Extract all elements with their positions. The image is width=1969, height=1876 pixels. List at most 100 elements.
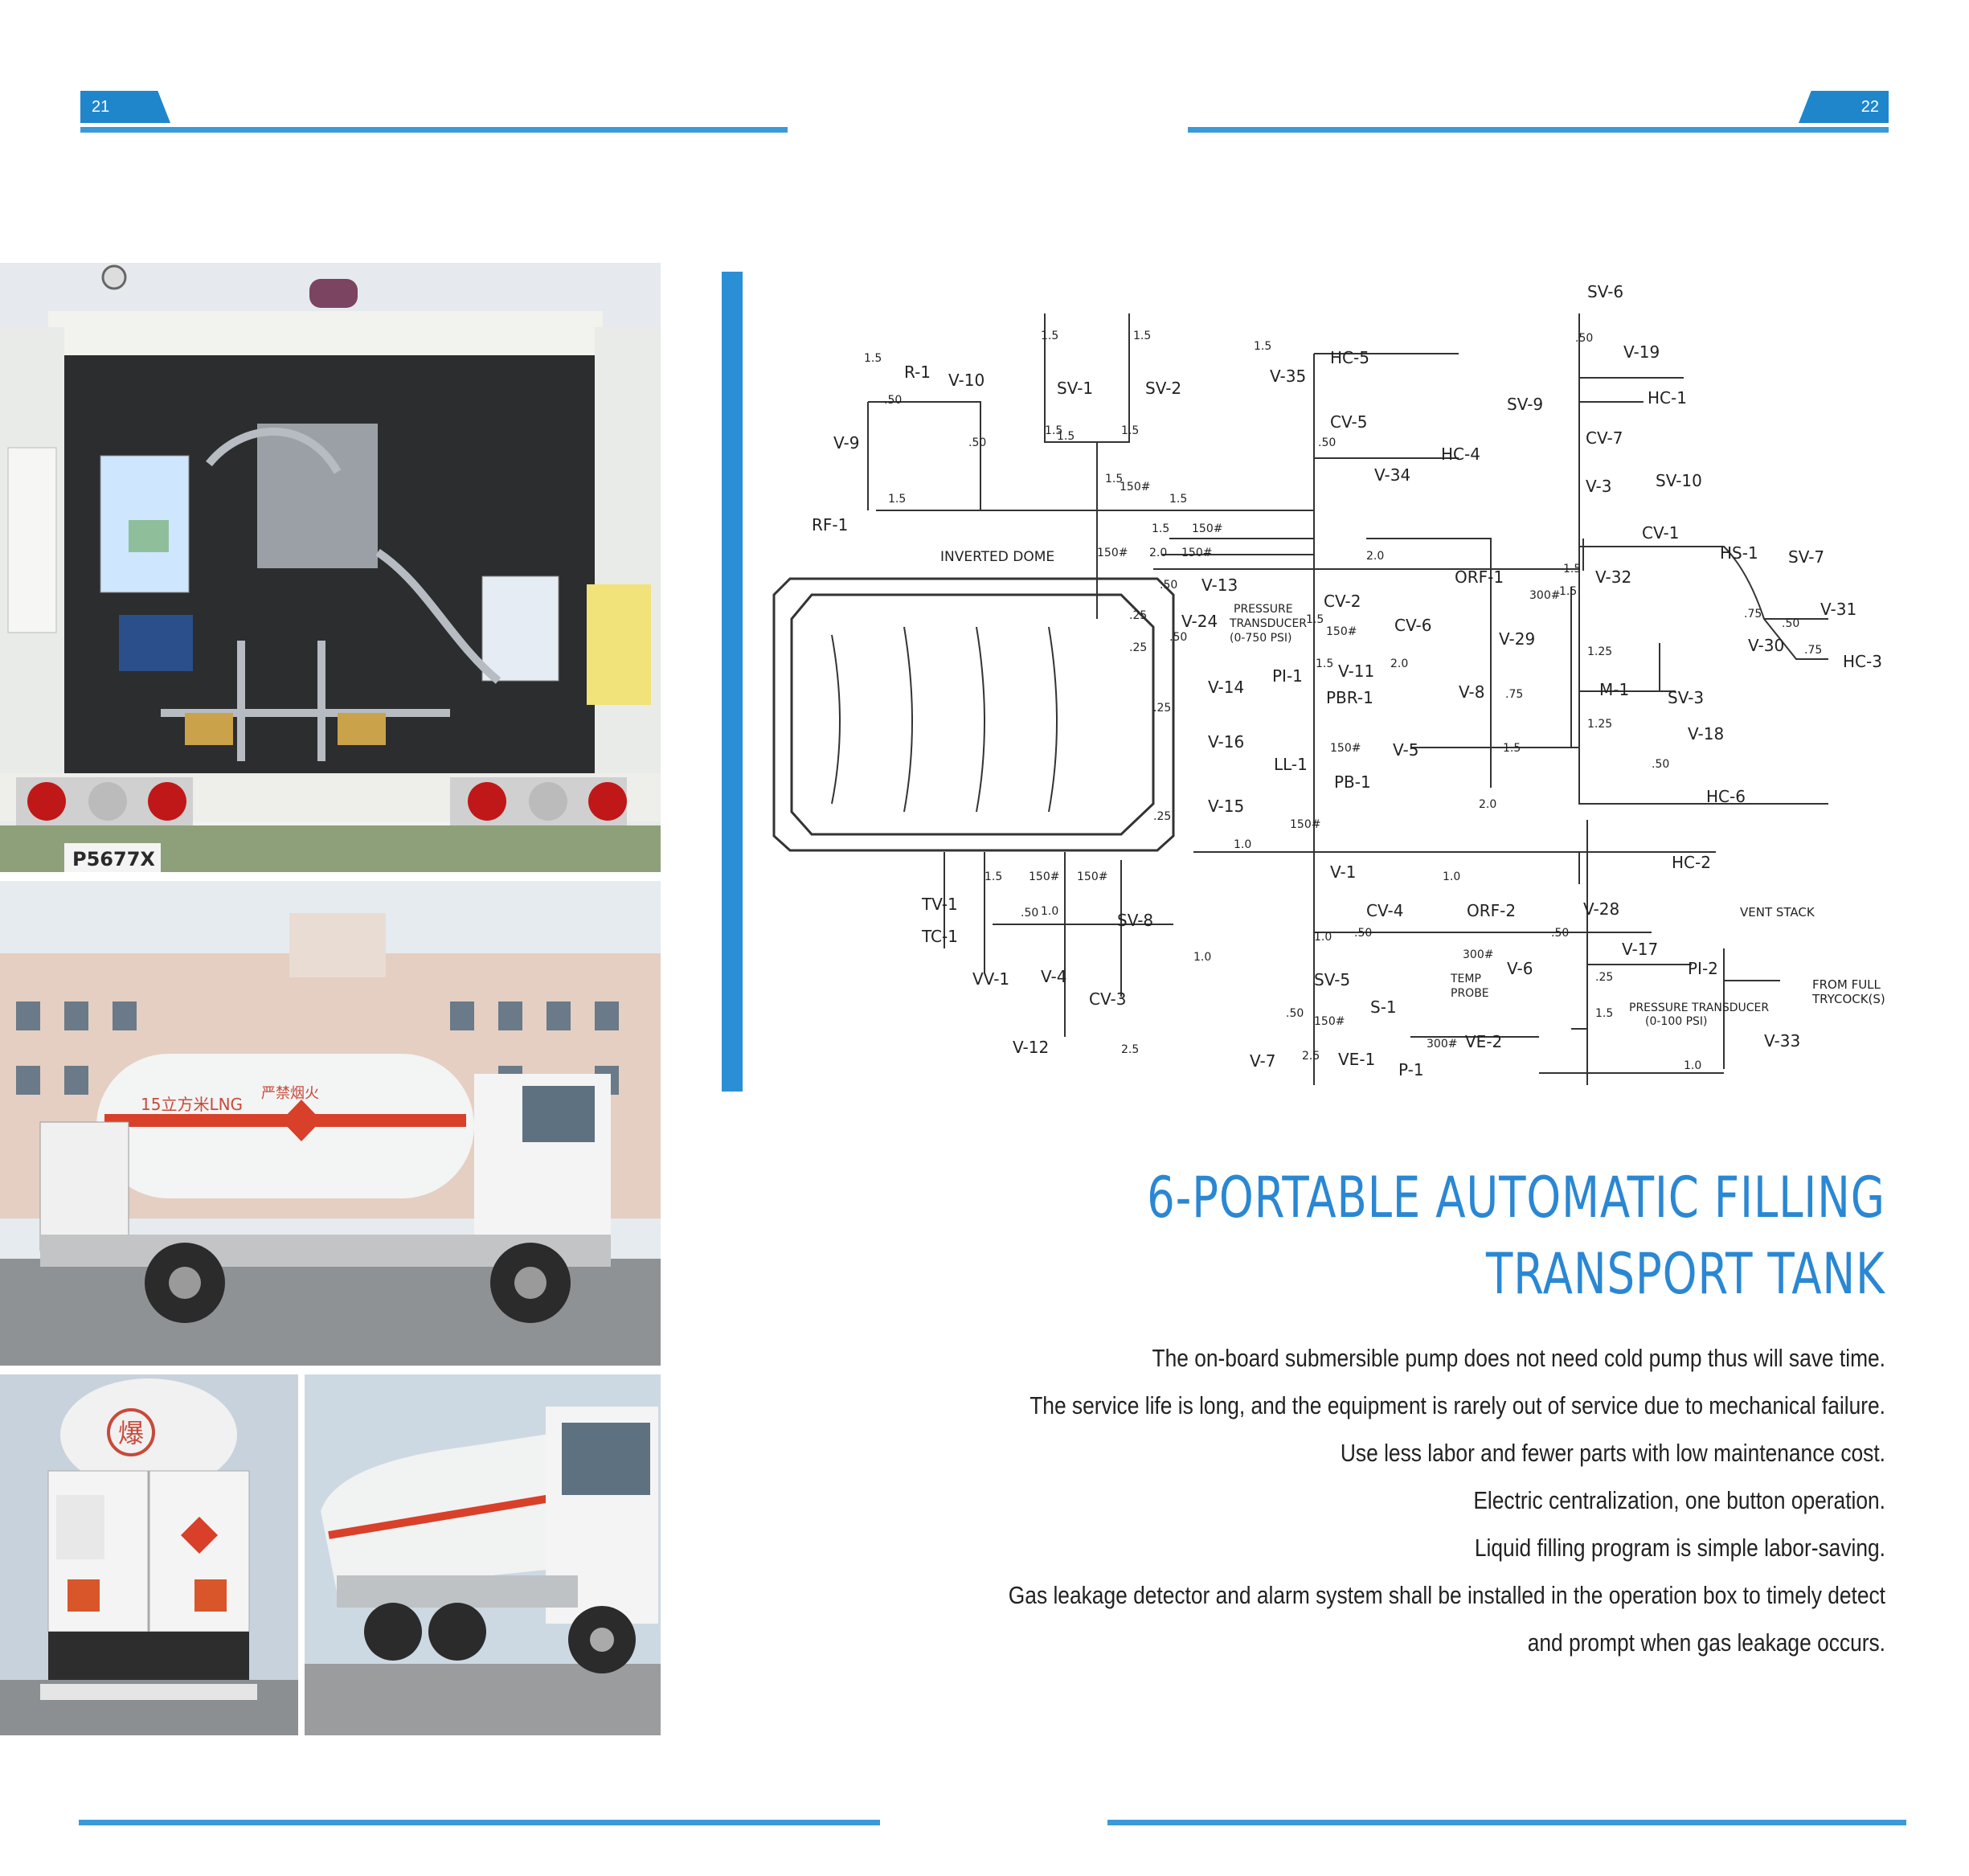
feature-item: Gas leakage detector and alarm system sh… <box>1008 1581 1885 1609</box>
pid-label: FROM FULL <box>1812 977 1881 992</box>
pid-label: HS-1 <box>1720 543 1758 563</box>
pid-size: 1.5 <box>1121 424 1139 437</box>
pid-size: 150# <box>1290 818 1320 831</box>
pid-label: V-33 <box>1764 1031 1800 1051</box>
pid-label: HC-6 <box>1706 787 1746 806</box>
pid-label: ORF-1 <box>1455 567 1504 587</box>
pid-size: 1.5 <box>1559 585 1577 598</box>
feature-item: The service life is long, and the equipm… <box>1030 1391 1885 1419</box>
pid-size: 1.5 <box>1057 430 1075 443</box>
section-title-text-2: TRANSPORT TANK <box>1486 1241 1885 1307</box>
pid-label: V-8 <box>1459 682 1484 702</box>
rear-plate-text: P5677X <box>72 848 155 870</box>
pid-size: 1.5 <box>1503 742 1521 755</box>
pid-size: 1.25 <box>1587 718 1612 731</box>
pid-size: 1.5 <box>1306 613 1324 626</box>
pid-size: 150# <box>1097 547 1128 559</box>
pid-size: 1.5 <box>1045 424 1062 437</box>
pid-label: V-11 <box>1338 662 1374 681</box>
pid-size: 2.0 <box>1149 547 1167 559</box>
pid-label: V-6 <box>1507 959 1533 978</box>
pid-size: 2.0 <box>1390 657 1408 670</box>
photo-truck-front <box>305 1374 661 1735</box>
pid-label: TV-1 <box>921 895 958 914</box>
truck-side-label: 15立方米LNG <box>141 1095 243 1114</box>
section-number: 6- <box>1147 1165 1193 1231</box>
page-number-tab-left: 21 <box>80 91 170 123</box>
pid-label: V-7 <box>1250 1051 1275 1071</box>
pid-size: 1.5 <box>1133 330 1151 342</box>
pid-label: PI-2 <box>1688 959 1718 978</box>
pid-label: V-13 <box>1201 575 1238 595</box>
pid-label: V-24 <box>1181 612 1218 631</box>
pid-size: 300# <box>1463 948 1493 961</box>
pid-size: .50 <box>1354 927 1372 940</box>
page-number-tab-right: 22 <box>1799 91 1889 123</box>
pid-label: VE-2 <box>1465 1032 1502 1051</box>
pid-label: V-30 <box>1748 636 1784 655</box>
pid-size: .75 <box>1505 688 1523 701</box>
pid-size: .50 <box>1169 631 1187 644</box>
feature-item: Liquid filling program is simple labor-s… <box>1474 1534 1885 1562</box>
pid-size: 300# <box>1529 589 1560 602</box>
pid-label: ORF-2 <box>1467 901 1516 920</box>
pid-diagram: SV-6 V-19 HC-1 SV-9 CV-7 V-3 SV-10 CV-1 … <box>768 273 1889 1109</box>
pid-size: 1.5 <box>1152 522 1169 535</box>
pid-size: 2.5 <box>1302 1050 1320 1063</box>
pid-label: PBR-1 <box>1326 688 1373 707</box>
pid-size: .25 <box>1129 609 1147 622</box>
pid-label: CV-6 <box>1394 616 1431 635</box>
pid-label: PRESSURE TRANSDUCER <box>1629 1001 1769 1014</box>
pid-label: V-9 <box>833 433 859 453</box>
pid-size: 1.25 <box>1587 645 1612 658</box>
pid-size: 1.5 <box>1105 473 1123 485</box>
pid-size: .50 <box>1652 758 1669 771</box>
pid-label: S-1 <box>1370 997 1397 1017</box>
pid-label: (0-100 PSI) <box>1645 1015 1708 1028</box>
pid-label: V-31 <box>1820 600 1856 619</box>
pid-size: .50 <box>1021 907 1038 920</box>
pid-label: V-3 <box>1586 477 1611 496</box>
footer-rule-right <box>1107 1820 1906 1825</box>
pid-size: .50 <box>1551 927 1569 940</box>
pid-size: .25 <box>1153 810 1171 823</box>
pid-size: .50 <box>1160 579 1177 592</box>
pid-label: HC-1 <box>1648 388 1687 408</box>
pid-label: V-34 <box>1374 465 1410 485</box>
pid-label: HC-4 <box>1441 444 1480 464</box>
pid-size: 150# <box>1330 742 1361 755</box>
pid-size: 1.0 <box>1193 951 1211 964</box>
pid-label: SV-1 <box>1057 379 1093 398</box>
photo-truck-side: 15立方米LNG 严禁烟火 <box>0 881 661 1366</box>
pid-size: 1.0 <box>1314 931 1332 944</box>
pid-size: .50 <box>968 436 986 449</box>
section-title-line1: 6-PORTABLE AUTOMATIC FILLING <box>1147 1169 1885 1226</box>
header-rule-left <box>80 127 788 133</box>
pid-size: 2.5 <box>1121 1043 1139 1056</box>
pid-label: TRYCOCK(S) <box>1811 992 1885 1006</box>
pid-label: SV-7 <box>1788 547 1824 567</box>
pid-size: 1.0 <box>1234 838 1251 851</box>
pid-label: (0-750 PSI) <box>1230 632 1292 645</box>
pid-size: 1.5 <box>864 352 882 365</box>
pid-label: CV-7 <box>1586 428 1623 448</box>
pid-size: 2.0 <box>1366 550 1384 563</box>
pid-label: CV-4 <box>1366 901 1403 920</box>
feature-item: and prompt when gas leakage occurs. <box>1527 1628 1885 1657</box>
pid-label: VENT STACK <box>1740 905 1815 920</box>
pid-label: V-1 <box>1330 862 1356 882</box>
pid-label: VE-1 <box>1338 1050 1375 1069</box>
pid-size: 1.5 <box>984 870 1002 883</box>
pid-label: V-32 <box>1595 567 1631 587</box>
section-title-text-1: PORTABLE AUTOMATIC FILLING <box>1192 1165 1885 1231</box>
pid-label: V-10 <box>948 371 984 390</box>
pid-label: V-16 <box>1208 732 1244 752</box>
pid-label: PB-1 <box>1334 772 1371 792</box>
pid-label: SV-8 <box>1117 911 1153 930</box>
pid-size: .50 <box>884 394 902 407</box>
pid-label: R-1 <box>904 363 931 382</box>
pid-label: SV-6 <box>1587 282 1623 301</box>
pid-size: 150# <box>1326 625 1357 638</box>
feature-list: The on-board submersible pump does not n… <box>841 1334 1885 1666</box>
footer-rule-left <box>79 1820 880 1825</box>
